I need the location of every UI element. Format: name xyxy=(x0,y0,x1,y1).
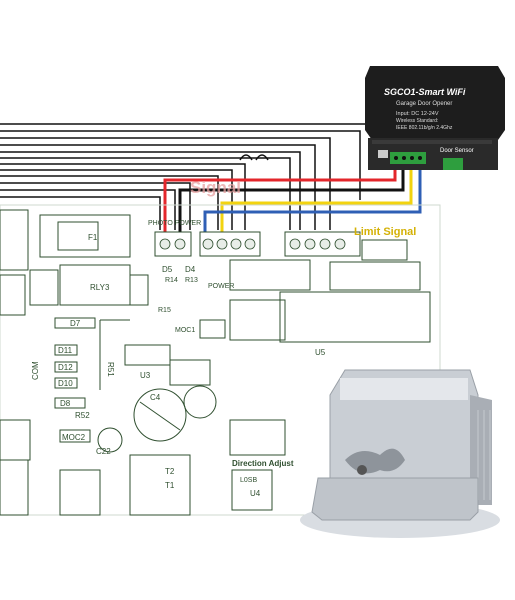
pcb-label-d12: D12 xyxy=(58,363,73,372)
module-input: Input: DC 12-24V xyxy=(396,111,439,117)
module-subtitle: Garage Door Opener xyxy=(396,101,452,107)
pcb-label-r13: R13 xyxy=(185,277,198,284)
door-sensor-terminal xyxy=(443,158,463,170)
blue-wire xyxy=(203,160,422,232)
pcb-label-t1: T1 xyxy=(165,481,175,490)
pcb-label-direction-adjust: Direction Adjust xyxy=(232,459,294,468)
pcb-label-power: POWER xyxy=(208,283,234,290)
pcb-label-d11: D11 xyxy=(58,346,73,355)
pcb-label-t2: T2 xyxy=(165,467,175,476)
pcb-label-moc1: MOC1 xyxy=(175,327,195,334)
control-board xyxy=(0,204,441,516)
pcb-label-r51: R51 xyxy=(106,362,115,377)
pcb-label-photo-power: PHOTO POWER xyxy=(148,220,201,227)
pcb-label-r52: R52 xyxy=(75,411,90,420)
pcb-label-c22: C22 xyxy=(96,447,111,456)
limit-signal-label: Limit Signal xyxy=(354,226,416,238)
pcb-label-c4: C4 xyxy=(150,393,161,402)
module-ieee: IEEE 802.11b/g/n 2.4Ghz xyxy=(396,125,453,131)
pcb-label-u4: U4 xyxy=(250,489,261,498)
pcb-label-d5: D5 xyxy=(162,265,173,274)
pcb-label-u5: U5 xyxy=(315,348,326,357)
black-wire-bundle xyxy=(0,123,396,230)
pcb-label-r15: R15 xyxy=(158,307,171,314)
pcb-label-com: COM xyxy=(31,361,40,380)
pcb-label-d10: D10 xyxy=(58,379,73,388)
pcb-label-d8: D8 xyxy=(60,399,71,408)
pcb-label-moc2: MOC2 xyxy=(62,433,86,442)
module-terminal-block xyxy=(390,152,426,164)
terminal-screws xyxy=(159,238,346,250)
yellow-wire xyxy=(220,160,413,232)
pcb-label-d7: D7 xyxy=(70,319,81,328)
pcb-label-f1: F1 xyxy=(88,233,98,242)
sliding-gate-motor-icon xyxy=(300,369,500,538)
pcb-label-d4: D4 xyxy=(185,265,196,274)
module-title: SGCO1-Smart WiFi xyxy=(384,87,466,97)
pcb-label-l0sb: L0SB xyxy=(240,477,257,484)
door-sensor-label: Door Sensor xyxy=(440,148,474,154)
pcb-label-u3: U3 xyxy=(140,371,151,380)
pcb-label-r14: R14 xyxy=(165,277,178,284)
black-wire-common xyxy=(178,160,405,232)
module-wireless: Wireless Standard: xyxy=(396,118,438,124)
pcb-label-rly3: RLY3 xyxy=(90,283,110,292)
signal-overlay-label: Signal xyxy=(190,178,241,197)
wifi-module: SGCO1-Smart WiFi Garage Door Opener Inpu… xyxy=(365,66,505,170)
